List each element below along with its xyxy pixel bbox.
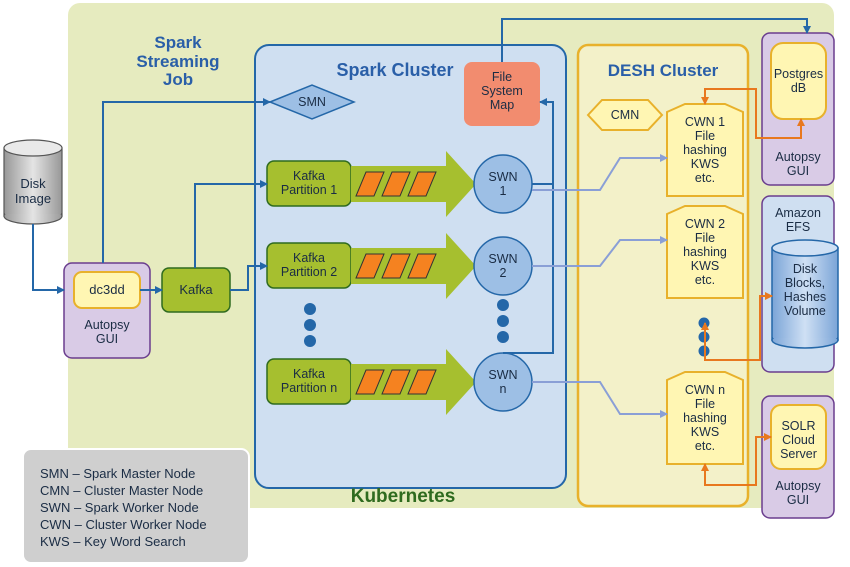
disk-image-line-1: Disk: [20, 176, 46, 191]
spark-job-line-2: Streaming: [136, 51, 220, 71]
kpn-line-2: Partition n: [280, 381, 338, 395]
swn2-line-1: SWN: [488, 252, 518, 266]
legend-item-swn: SWN – Spark Worker Node: [40, 500, 199, 515]
postgres-label: Postgres dB: [771, 67, 826, 95]
swn2-line-2: 2: [499, 266, 507, 280]
cwn1-line-5: etc.: [694, 171, 716, 185]
kp1-line-2: Partition 1: [280, 183, 338, 197]
spark-streaming-job-title: Spark Streaming Job: [128, 33, 228, 90]
autopsy-solr-line-2: GUI: [786, 493, 810, 507]
postgres-line-1: Postgres: [773, 67, 824, 81]
autopsy-pg-line-1: Autopsy: [775, 150, 821, 164]
legend-item-kws: KWS – Key Word Search: [40, 534, 186, 549]
cwnn-line-2: File: [694, 397, 716, 411]
cmn-label: CMN: [610, 108, 640, 122]
cwn2-line-4: KWS: [690, 259, 720, 273]
efs-cylinder: [771, 239, 839, 349]
legend-item-smn: SMN – Spark Master Node: [40, 466, 196, 481]
cwn-n-label: CWN n File hashing KWS etc.: [667, 383, 743, 453]
efs-line-2: EFS: [785, 220, 811, 234]
solr-line-1: SOLR: [781, 419, 816, 433]
cmn-hexagon: [586, 99, 664, 131]
kafka-partition-n-label: Kafka Partition n: [267, 367, 351, 395]
disk-image-line-2: Image: [14, 190, 52, 206]
fsm-line-3: Map: [489, 98, 515, 112]
disk-image-label: Disk Image: [4, 176, 62, 206]
kpn-line-1: Kafka: [293, 367, 325, 381]
autopsy-solr-line-1: Autopsy: [775, 479, 821, 493]
orange-arrows: [701, 88, 805, 486]
cwn1-line-2: File: [694, 129, 716, 143]
autopsy-pg-line-2: GUI: [786, 164, 810, 178]
cwn2-line-3: hashing: [683, 245, 727, 259]
autopsy-left-line-1: Autopsy: [84, 318, 130, 332]
kp2-line-2: Partition 2: [280, 265, 338, 279]
cwnn-line-5: etc.: [694, 439, 716, 453]
cwn2-line-2: File: [694, 231, 716, 245]
swn-2-label: SWN 2: [474, 252, 532, 280]
kubernetes-title: Kubernetes: [350, 486, 456, 507]
legend-item-cwn: CWN – Cluster Worker Node: [40, 517, 207, 532]
swn-n-label: SWN n: [474, 368, 532, 396]
cwn1-line-3: hashing: [683, 143, 727, 157]
efs-line-1: Amazon: [775, 206, 821, 220]
fsm-line-2: System: [481, 84, 523, 98]
kafka-partition-1-label: Kafka Partition 1: [267, 169, 351, 197]
disk-blocks-line-1: Disk: [792, 262, 818, 276]
fsm-line-1: File: [491, 70, 513, 84]
kp1-line-1: Kafka: [293, 169, 325, 183]
smn-label: SMN: [298, 95, 326, 109]
cwnn-line-1: CWN n: [684, 383, 726, 397]
cwn-2-label: CWN 2 File hashing KWS etc.: [667, 217, 743, 287]
file-system-map-label: File System Map: [464, 70, 540, 112]
disk-blocks-line-4: Volume: [784, 304, 826, 318]
disk-blocks-label: Disk Blocks, Hashes Volume: [772, 262, 838, 318]
cwn2-line-5: etc.: [694, 273, 716, 287]
swn-1-label: SWN 1: [474, 170, 532, 198]
autopsy-gui-solr-label: Autopsy GUI: [762, 479, 834, 507]
legend: SMN – Spark Master Node CMN – Cluster Ma…: [40, 465, 245, 550]
dark-arrows: [32, 18, 811, 354]
legend-item-cmn: CMN – Cluster Master Node: [40, 483, 204, 498]
autopsy-left-line-2: GUI: [95, 332, 119, 346]
file-system-map-box: [464, 62, 540, 126]
cwn1-line-4: KWS: [690, 157, 720, 171]
disk-image-cylinder: [3, 139, 63, 225]
smn-diamond: [268, 84, 356, 120]
solr-label: SOLR Cloud Server: [771, 419, 826, 461]
swn1-line-1: SWN: [488, 170, 518, 184]
cwnn-line-3: hashing: [683, 411, 727, 425]
spark-ellipsis-dots: [304, 299, 509, 347]
postgres-line-2: dB: [790, 81, 807, 95]
disk-blocks-line-3: Hashes: [783, 290, 827, 304]
desh-cluster-title: DESH Cluster: [607, 61, 719, 80]
partition-row-1: [266, 151, 476, 217]
cwnn-line-4: KWS: [690, 425, 720, 439]
kafka-label: Kafka: [179, 282, 213, 297]
kafka-partition-2-label: Kafka Partition 2: [267, 251, 351, 279]
solr-line-2: Cloud: [782, 433, 815, 447]
cwn1-line-1: CWN 1: [684, 115, 726, 129]
partition-row-2: [266, 233, 476, 299]
legend-box: [22, 448, 250, 564]
swnn-line-2: n: [499, 382, 507, 396]
dc3dd-label: dc3dd: [89, 282, 125, 297]
autopsy-gui-postgres-label: Autopsy GUI: [762, 150, 834, 178]
spark-cluster-title: Spark Cluster: [336, 60, 454, 80]
spark-job-line-1: Spark: [154, 33, 202, 52]
disk-blocks-line-2: Blocks,: [784, 276, 826, 290]
kp2-line-1: Kafka: [293, 251, 325, 265]
light-arrows: [532, 154, 668, 418]
cwn2-line-1: CWN 2: [684, 217, 726, 231]
swn1-line-2: 1: [499, 184, 507, 198]
spark-job-line-3: Job: [162, 70, 194, 90]
partition-row-n: [266, 349, 476, 415]
cwn-1-label: CWN 1 File hashing KWS etc.: [667, 115, 743, 185]
amazon-efs-label: Amazon EFS: [762, 206, 834, 234]
solr-line-3: Server: [780, 447, 817, 461]
autopsy-gui-left-label: Autopsy GUI: [64, 318, 150, 346]
swnn-line-1: SWN: [488, 368, 518, 382]
